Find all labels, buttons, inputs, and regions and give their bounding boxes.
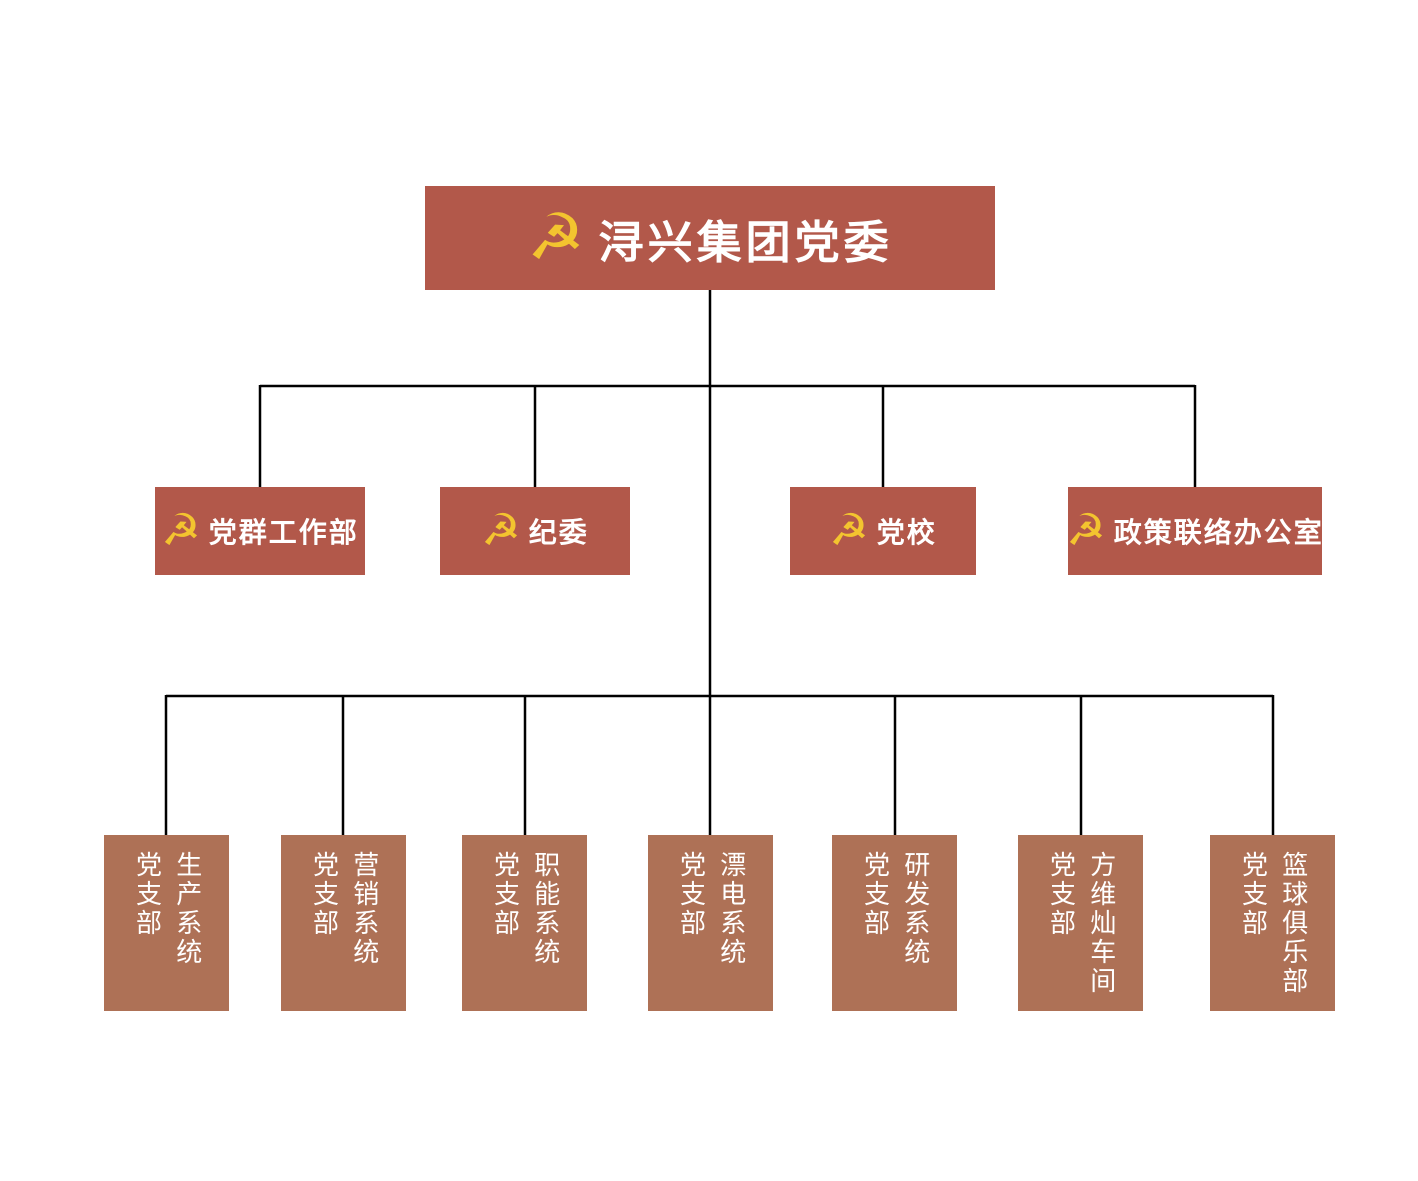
node-branch-piaodian-system: 漂电系统 党支部 bbox=[648, 835, 773, 1011]
node-branch-production-system: 生产系统 党支部 bbox=[104, 835, 229, 1011]
branch-unit-text: 党支部 bbox=[489, 851, 520, 938]
node-group-party-committee: ☭ 浔兴集团党委 bbox=[425, 186, 995, 290]
node-branch-rnd-system: 研发系统 党支部 bbox=[832, 835, 957, 1011]
root-node-label: 浔兴集团党委 bbox=[598, 215, 893, 269]
dept-node-label: 党群工作部 bbox=[208, 516, 359, 549]
party-emblem-icon: ☭ bbox=[527, 201, 585, 275]
party-emblem-icon: ☭ bbox=[829, 505, 869, 556]
branch-node-label: 研发系统 党支部 bbox=[854, 851, 935, 1001]
branch-unit-text: 党支部 bbox=[1237, 851, 1268, 938]
branch-node-label: 生产系统 党支部 bbox=[126, 851, 207, 1001]
dept-node-label: 党校 bbox=[876, 516, 937, 549]
branch-node-label: 方维灿车间 党支部 bbox=[1040, 851, 1121, 1001]
dept-node-label: 政策联络办公室 bbox=[1113, 516, 1324, 549]
node-branch-marketing-system: 营销系统 党支部 bbox=[281, 835, 406, 1011]
branch-node-label: 职能系统 党支部 bbox=[484, 851, 565, 1001]
branch-system-text: 篮球俱乐部 bbox=[1277, 851, 1308, 996]
node-branch-fangweican-workshop: 方维灿车间 党支部 bbox=[1018, 835, 1143, 1011]
branch-system-text: 研发系统 bbox=[899, 851, 930, 967]
party-emblem-icon: ☭ bbox=[161, 505, 201, 556]
branch-node-label: 篮球俱乐部 党支部 bbox=[1232, 851, 1313, 1001]
node-branch-functional-system: 职能系统 党支部 bbox=[462, 835, 587, 1011]
branch-unit-text: 党支部 bbox=[308, 851, 339, 938]
node-branch-basketball-club: 篮球俱乐部 党支部 bbox=[1210, 835, 1335, 1011]
node-party-masses-work-dept: ☭ 党群工作部 bbox=[155, 487, 365, 575]
dept-node-label: 纪委 bbox=[528, 516, 589, 549]
branch-unit-text: 党支部 bbox=[131, 851, 162, 938]
party-emblem-icon: ☭ bbox=[481, 505, 521, 556]
branch-system-text: 生产系统 bbox=[171, 851, 202, 967]
branch-system-text: 职能系统 bbox=[529, 851, 560, 967]
node-policy-liaison-office: ☭ 政策联络办公室 bbox=[1066, 487, 1324, 575]
branch-node-label: 漂电系统 党支部 bbox=[670, 851, 751, 1001]
branch-system-text: 方维灿车间 bbox=[1085, 851, 1116, 996]
branch-system-text: 营销系统 bbox=[348, 851, 379, 967]
node-party-school: ☭ 党校 bbox=[790, 487, 976, 575]
branch-node-label: 营销系统 党支部 bbox=[303, 851, 384, 1001]
branch-unit-text: 党支部 bbox=[859, 851, 890, 938]
branch-unit-text: 党支部 bbox=[1045, 851, 1076, 938]
node-discipline-committee: ☭ 纪委 bbox=[440, 487, 630, 575]
party-emblem-icon: ☭ bbox=[1066, 505, 1106, 556]
branch-unit-text: 党支部 bbox=[675, 851, 706, 938]
branch-system-text: 漂电系统 bbox=[715, 851, 746, 967]
